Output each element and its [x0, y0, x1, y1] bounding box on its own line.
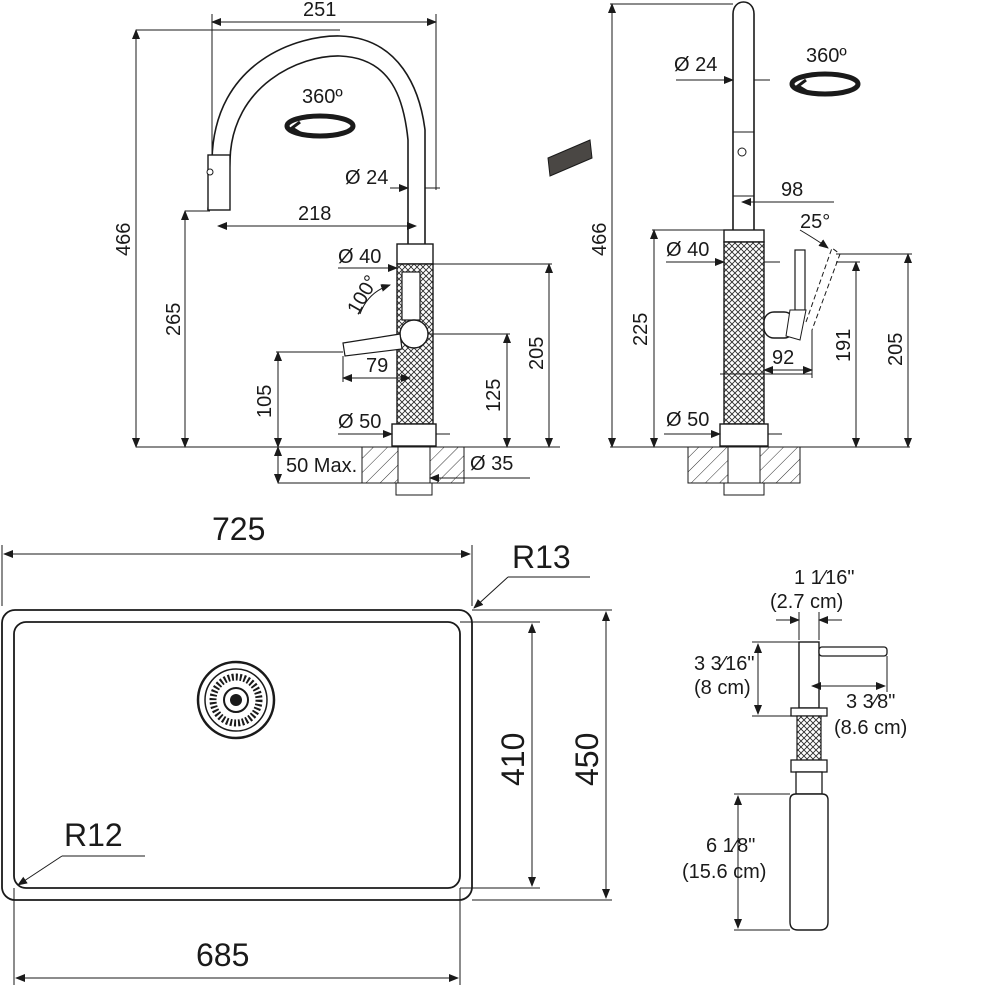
dim-lever-height-125: 125 — [483, 379, 505, 412]
dispenser-pump-column — [798, 641, 820, 709]
rotation-icon-side — [789, 71, 861, 97]
dim-body-dia-40: Ø 40 — [338, 246, 381, 268]
sink-dim-inner-width: 685 — [196, 937, 249, 973]
side-lever — [794, 249, 806, 311]
side-dim-body-dia-40: Ø 40 — [666, 239, 709, 261]
side-body-knurled — [723, 241, 765, 425]
dim-lever-angle-100: 100° — [343, 272, 383, 319]
faucet-neck — [396, 243, 434, 265]
sink-dim-inner-radius: R12 — [64, 817, 123, 853]
disp-dim-head-width-cm: (2.7 cm) — [770, 591, 843, 613]
side-dim-base-dia-50: Ø 50 — [666, 409, 709, 431]
side-dim-tube-dia-24: Ø 24 — [674, 54, 717, 76]
sink-dim-inner-depth: 410 — [495, 733, 531, 786]
dim-hose-dia-24: Ø 24 — [345, 167, 388, 189]
disp-dim-head-height-in: 3 3⁄16" — [694, 653, 755, 675]
side-dim-height-205: 205 — [885, 333, 907, 366]
disp-dim-head-width-in: 1 1⁄16" — [794, 567, 855, 589]
disp-dim-spout-reach-in: 3 3⁄8" — [846, 691, 895, 713]
disp-dim-bottle-height-in: 6 1⁄8" — [706, 835, 755, 857]
sink-dim-outer-radius: R13 — [512, 539, 571, 575]
side-dim-lever-height-191: 191 — [833, 329, 855, 362]
dim-height-466: 466 — [113, 223, 135, 256]
side-dim-body-height-225: 225 — [630, 313, 652, 346]
faucet-base — [391, 423, 437, 447]
faucet-front-view: 360º 251 466 265 218 Ø 24 Ø 40 100° 79 — [113, 0, 560, 496]
dim-worktop-max: 50 Max. — [286, 455, 357, 477]
side-dim-lever-angle-25: 25° — [800, 211, 830, 233]
dispenser-bottle — [789, 793, 829, 931]
disp-dim-bottle-height-cm: (15.6 cm) — [682, 861, 766, 883]
side-tube — [732, 1, 755, 230]
dim-base-dia-50: Ø 50 — [338, 411, 381, 433]
disp-dim-head-height-cm: (8 cm) — [694, 677, 751, 699]
side-dim-lever-depth-92: 92 — [772, 347, 794, 369]
sink-top-view: 725 R13 R12 410 450 685 — [1, 511, 612, 985]
lever-hub — [399, 319, 429, 349]
faucet-side-view: 360º 466 Ø 24 98 25° 225 Ø 40 92 191 — [547, 1, 912, 496]
soap-dispenser: 1 1⁄16" (2.7 cm) 3 3⁄16" (8 cm) 3 3⁄8" (… — [682, 567, 907, 931]
dispenser-spout — [818, 646, 888, 657]
drain-strainer — [196, 660, 276, 740]
dim-body-height-205: 205 — [526, 337, 548, 370]
rotation-label-front: 360º — [302, 86, 343, 108]
dim-reach-218: 218 — [298, 203, 331, 225]
dim-hole-dia-35: Ø 35 — [470, 453, 513, 475]
dim-spout-height-265: 265 — [163, 303, 185, 336]
spray-head — [207, 154, 231, 211]
dim-lever-base-105: 105 — [254, 385, 276, 418]
side-dim-lever-offset-98: 98 — [781, 179, 803, 201]
side-dim-height-466: 466 — [589, 223, 611, 256]
dim-width-251: 251 — [303, 0, 336, 21]
dispenser-thread — [796, 715, 822, 763]
faucet-lever — [342, 333, 403, 357]
sink-inner-basin — [13, 621, 461, 889]
dim-lever-reach-79: 79 — [366, 355, 388, 377]
sink-dim-outer-depth: 450 — [569, 733, 605, 786]
finish-swatch — [547, 139, 593, 177]
sink-dim-outer-width: 725 — [212, 511, 265, 547]
rotation-icon-front — [284, 113, 356, 139]
rotation-label-side: 360º — [806, 45, 847, 67]
disp-dim-spout-reach-cm: (8.6 cm) — [834, 717, 907, 739]
faucet-spout — [207, 35, 426, 244]
